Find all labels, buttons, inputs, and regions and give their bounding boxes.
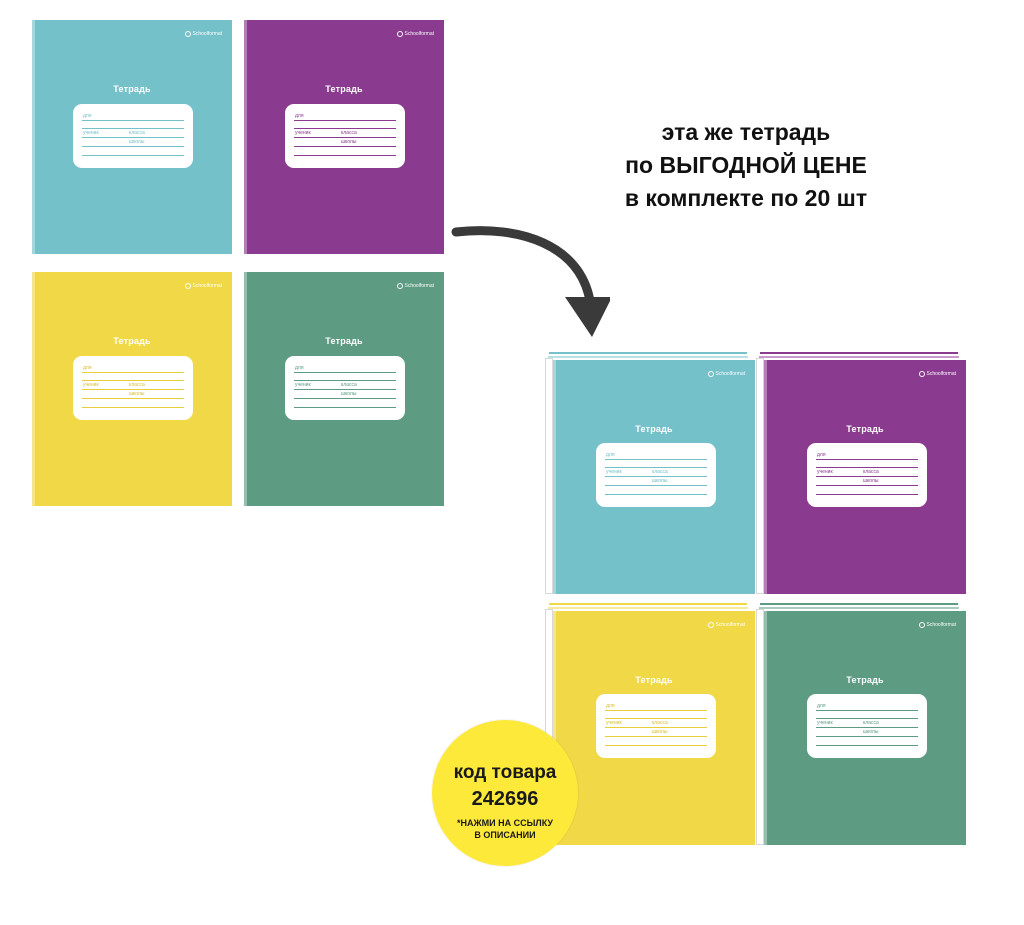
label-school: школы xyxy=(863,478,879,484)
label-class: класса xyxy=(129,382,145,388)
notebook-label: для ученик класса школы xyxy=(73,104,193,168)
label-class: класса xyxy=(341,382,357,388)
label-school: школы xyxy=(129,139,145,145)
label-school: школы xyxy=(341,139,357,145)
label-for: для xyxy=(295,113,304,119)
notebook-blue-single: Schoolformat Тетрадь для ученик класса ш… xyxy=(32,20,232,254)
bundle-yellow: Schoolformat Тетрадь для ученик класса ш… xyxy=(545,603,757,845)
label-for: для xyxy=(83,365,92,371)
curved-arrow-icon xyxy=(451,226,610,337)
label-class: класса xyxy=(863,720,879,726)
label-for: для xyxy=(817,703,826,709)
headline-line-3: в комплекте по 20 шт xyxy=(624,185,868,211)
badge-note-line-1: *НАЖМИ НА ССЫЛКУ xyxy=(456,818,554,828)
notebook-label: для ученик класса школы xyxy=(807,694,927,758)
badge-note-line-2: В ОПИСАНИИ xyxy=(474,830,536,840)
badge-note: *НАЖМИ НА ССЫЛКУ В ОПИСАНИИ xyxy=(432,817,578,841)
headline-line-2: по ВЫГОДНОЙ ЦЕНЕ xyxy=(625,152,867,178)
brand-logo: Schoolformat xyxy=(707,622,745,628)
label-class: класса xyxy=(652,469,668,475)
label-student: ученик xyxy=(295,382,311,388)
label-class: класса xyxy=(863,469,879,475)
brand-logo: Schoolformat xyxy=(396,31,434,37)
label-for: для xyxy=(83,113,92,119)
notebook-label: для ученик класса школы xyxy=(285,104,405,168)
notebook-label: для ученик класса школы xyxy=(807,443,927,507)
notebook-title: Тетрадь xyxy=(635,675,673,685)
notebook-title: Тетрадь xyxy=(325,84,363,94)
notebook-label: для ученик класса школы xyxy=(73,356,193,420)
label-for: для xyxy=(817,452,826,458)
notebook-title: Тетрадь xyxy=(113,84,151,94)
bundle-green: Schoolformat Тетрадь для ученик класса ш… xyxy=(756,603,968,845)
notebook-purple-single: Schoolformat Тетрадь для ученик класса ш… xyxy=(244,20,444,254)
label-student: ученик xyxy=(817,469,833,475)
label-class: класса xyxy=(129,130,145,136)
notebook-cover: Schoolformat Тетрадь для ученик класса ш… xyxy=(764,360,966,594)
label-class: класса xyxy=(341,130,357,136)
label-student: ученик xyxy=(606,720,622,726)
bundle-blue: Schoolformat Тетрадь для ученик класса ш… xyxy=(545,352,757,594)
label-school: школы xyxy=(652,729,668,735)
brand-logo: Schoolformat xyxy=(918,371,956,377)
notebook-label: для ученик класса школы xyxy=(596,694,716,758)
brand-logo: Schoolformat xyxy=(918,622,956,628)
label-school: школы xyxy=(129,391,145,397)
label-school: школы xyxy=(863,729,879,735)
notebook-cover: Schoolformat Тетрадь для ученик класса ш… xyxy=(553,360,755,594)
label-for: для xyxy=(606,703,615,709)
notebook-green-single: Schoolformat Тетрадь для ученик класса ш… xyxy=(244,272,444,506)
label-school: школы xyxy=(341,391,357,397)
label-student: ученик xyxy=(295,130,311,136)
notebook-title: Тетрадь xyxy=(846,675,884,685)
notebook-label: для ученик класса школы xyxy=(285,356,405,420)
label-for: для xyxy=(606,452,615,458)
notebook-title: Тетрадь xyxy=(325,336,363,346)
label-class: класса xyxy=(652,720,668,726)
label-student: ученик xyxy=(83,382,99,388)
notebook-title: Тетрадь xyxy=(846,424,884,434)
promo-headline: эта же тетрадь по ВЫГОДНОЙ ЦЕНЕ в компле… xyxy=(596,116,896,215)
notebook-cover: Schoolformat Тетрадь для ученик класса ш… xyxy=(553,611,755,845)
bundle-purple: Schoolformat Тетрадь для ученик класса ш… xyxy=(756,352,968,594)
headline-line-1: эта же тетрадь xyxy=(661,119,831,145)
label-school: школы xyxy=(652,478,668,484)
label-student: ученик xyxy=(83,130,99,136)
notebook-yellow-single: Schoolformat Тетрадь для ученик класса ш… xyxy=(32,272,232,506)
badge-caption: код товара xyxy=(453,762,557,783)
notebook-title: Тетрадь xyxy=(113,336,151,346)
notebook-label: для ученик класса школы xyxy=(596,443,716,507)
brand-logo: Schoolformat xyxy=(184,283,222,289)
brand-logo: Schoolformat xyxy=(184,31,222,37)
product-code-badge[interactable]: код товара 242696 *НАЖМИ НА ССЫЛКУ В ОПИ… xyxy=(432,720,578,866)
badge-product-code: 242696 xyxy=(471,788,539,810)
label-student: ученик xyxy=(606,469,622,475)
brand-logo: Schoolformat xyxy=(396,283,434,289)
label-for: для xyxy=(295,365,304,371)
notebook-title: Тетрадь xyxy=(635,424,673,434)
notebook-cover: Schoolformat Тетрадь для ученик класса ш… xyxy=(764,611,966,845)
brand-logo: Schoolformat xyxy=(707,371,745,377)
label-student: ученик xyxy=(817,720,833,726)
